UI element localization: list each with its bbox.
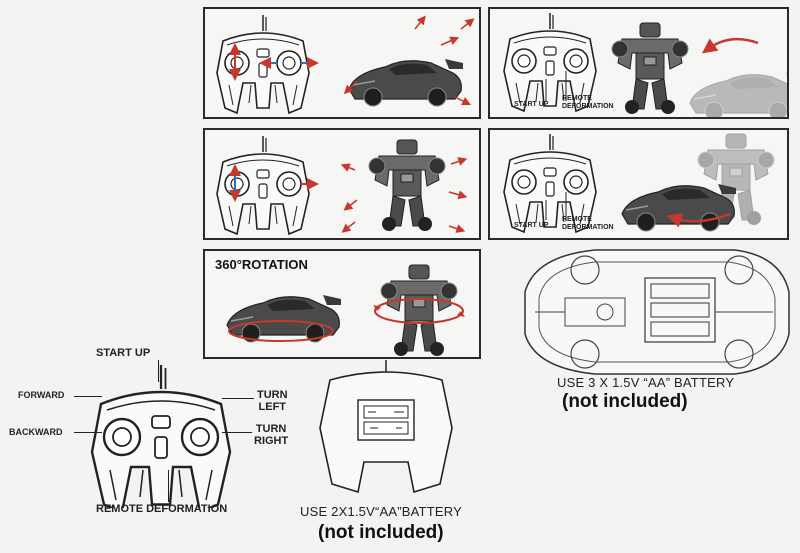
panel-drive-illustration (205, 9, 481, 119)
car-battery-label: USE 3 X 1.5V “AA” BATTERY (557, 375, 734, 390)
panel-drive (203, 7, 481, 119)
panel-transform-to-car: START UP REMOTE DEFORMATION (488, 128, 789, 240)
panel-rotation: 360°ROTATION (203, 249, 481, 359)
panel-transform-to-robot: START UP REMOTE DEFORMATION (488, 7, 789, 119)
forward-callout: FORWARD (18, 391, 64, 399)
remote-battery-not-included: (not included) (318, 522, 444, 544)
panel-robot-illustration (205, 130, 481, 240)
start-up-label: START UP (514, 222, 548, 230)
turn-right-callout: TURN RIGHT (254, 423, 288, 447)
car-underside-diagram (505, 242, 795, 382)
start-up-callout: START UP (96, 347, 150, 359)
car-battery-not-included: (not included) (562, 391, 688, 413)
remote-deformation-label: REMOTE DEFORMATION (562, 95, 632, 111)
panel-rotation-illustration (205, 251, 481, 359)
start-up-label: START UP (514, 101, 548, 109)
main-controller-diagram (72, 358, 252, 508)
panel-robot-walk (203, 128, 481, 240)
remote-deformation-label: REMOTE DEFORMATION (562, 216, 632, 232)
turn-left-callout: TURN LEFT (257, 389, 288, 413)
remote-deformation-callout: REMOTE DEFORMATION (96, 503, 227, 515)
remote-battery-label: USE 2X1.5V“AA”BATTERY (300, 504, 462, 519)
backward-callout: BACKWARD (9, 428, 63, 436)
remote-battery-diagram (310, 358, 460, 498)
